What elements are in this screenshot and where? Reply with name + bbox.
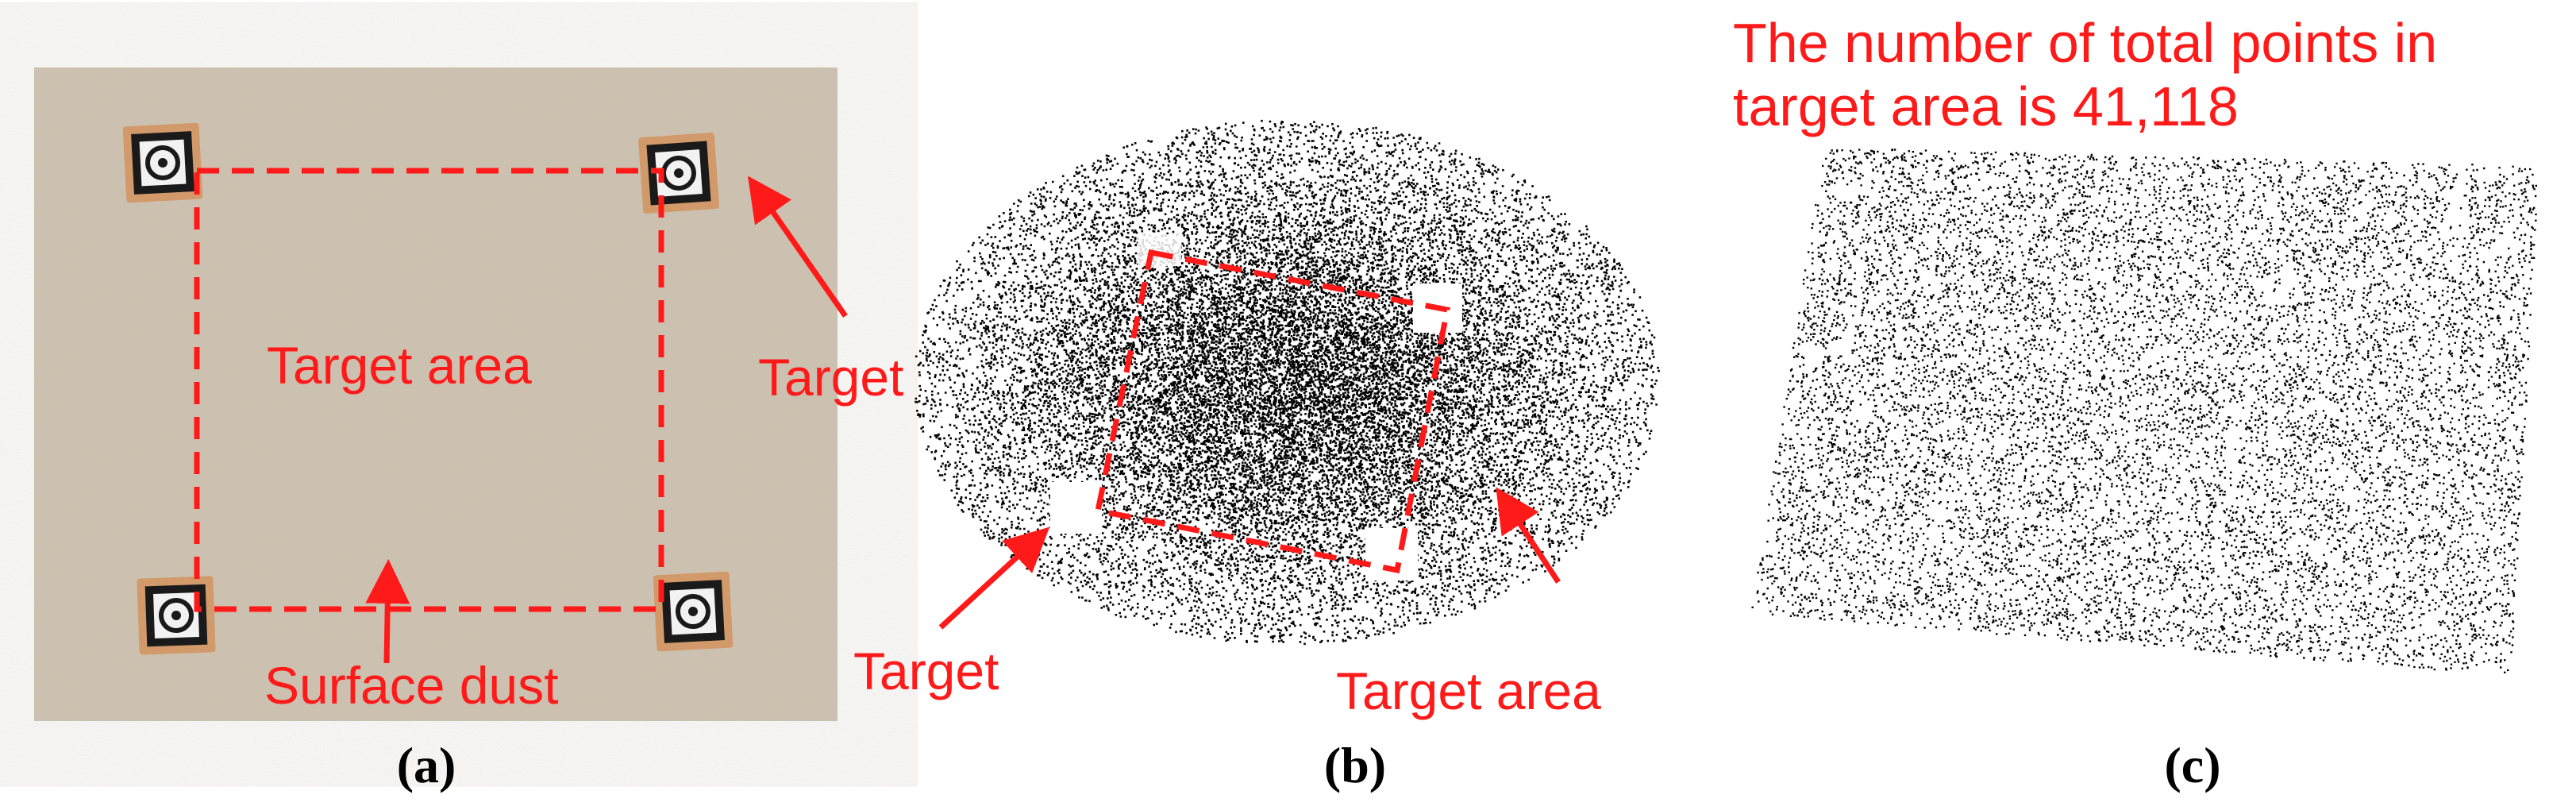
point-cloud — [1751, 148, 2537, 673]
panel-c: The number of total points in target are… — [1733, 12, 2537, 793]
surface-dust-arrow — [365, 559, 410, 664]
panel-b: Target Target area (b) — [853, 119, 1660, 793]
scatter-points — [914, 119, 1660, 646]
target-area-label: Target area — [267, 336, 532, 395]
target-label: Target — [758, 348, 903, 407]
target-area-label: Target area — [1336, 662, 1601, 720]
caption-c: (c) — [2164, 737, 2220, 793]
target-marker-icon — [653, 572, 734, 652]
target-marker-icon — [137, 576, 215, 654]
cloud-targets — [1050, 234, 1462, 580]
caption-b: (b) — [1324, 737, 1386, 793]
scatter-points — [1751, 148, 2537, 673]
target-patch — [1365, 528, 1418, 580]
point-cloud — [914, 119, 1660, 646]
target-marker-icon — [638, 133, 719, 214]
target-patch — [1050, 482, 1102, 534]
point-count-title: target area is 41,118 — [1733, 75, 2239, 137]
target-area-outline — [194, 168, 664, 612]
point-count-title: The number of total points in — [1733, 12, 2437, 74]
target-arrow — [938, 526, 1050, 630]
target-label: Target — [853, 642, 999, 700]
surface-dust-label: Surface dust — [264, 656, 559, 715]
panel-a: Target area Target Surface dust (a) — [34, 68, 903, 793]
target-marker-icon — [123, 123, 203, 203]
target-patch — [1138, 234, 1181, 266]
target-area-arrow — [1496, 487, 1561, 584]
caption-a: (a) — [397, 737, 456, 793]
target-area-outline — [1094, 249, 1451, 574]
target-arrow — [747, 176, 848, 318]
